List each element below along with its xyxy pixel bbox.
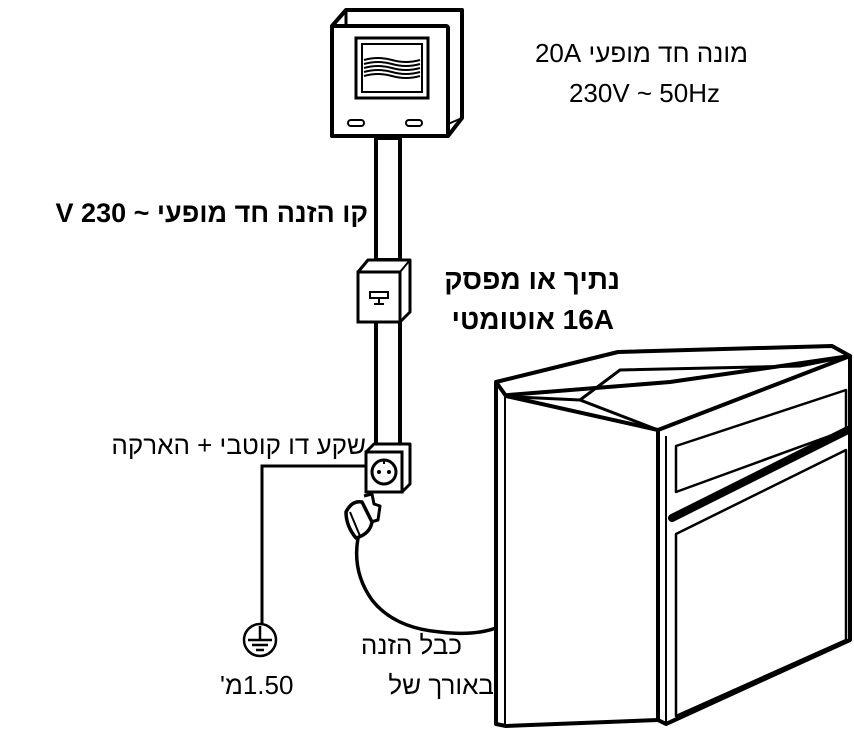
- cable-label-line2: באורך של: [388, 670, 494, 700]
- breaker-label-line1: נתיך או מפסק: [444, 264, 620, 295]
- plug-icon: [344, 492, 382, 540]
- cable-length-label: 1.50מ': [220, 670, 294, 700]
- supply-conduit: [374, 136, 402, 448]
- circuit-breaker-icon: [356, 258, 412, 324]
- electric-meter-icon: [330, 8, 464, 138]
- cable-label-line1: כבל הזנה: [360, 630, 462, 660]
- ground-icon: [242, 622, 278, 658]
- supply-line-label: קו הזנה חד מופעי ~ 230 V: [55, 198, 368, 228]
- meter-label-line1: מונה חד מופעי 20A: [534, 38, 748, 68]
- ground-wire: [260, 464, 366, 628]
- power-cable: [354, 537, 497, 636]
- built-in-oven-icon: [494, 344, 852, 728]
- socket-label: שקע דו קוטבי + הארקה: [111, 430, 366, 460]
- meter-label-line2: 230V ~ 50Hz: [568, 78, 720, 108]
- breaker-label-line2: 16A אוטומטי: [451, 304, 614, 335]
- wall-socket-icon: [364, 442, 412, 494]
